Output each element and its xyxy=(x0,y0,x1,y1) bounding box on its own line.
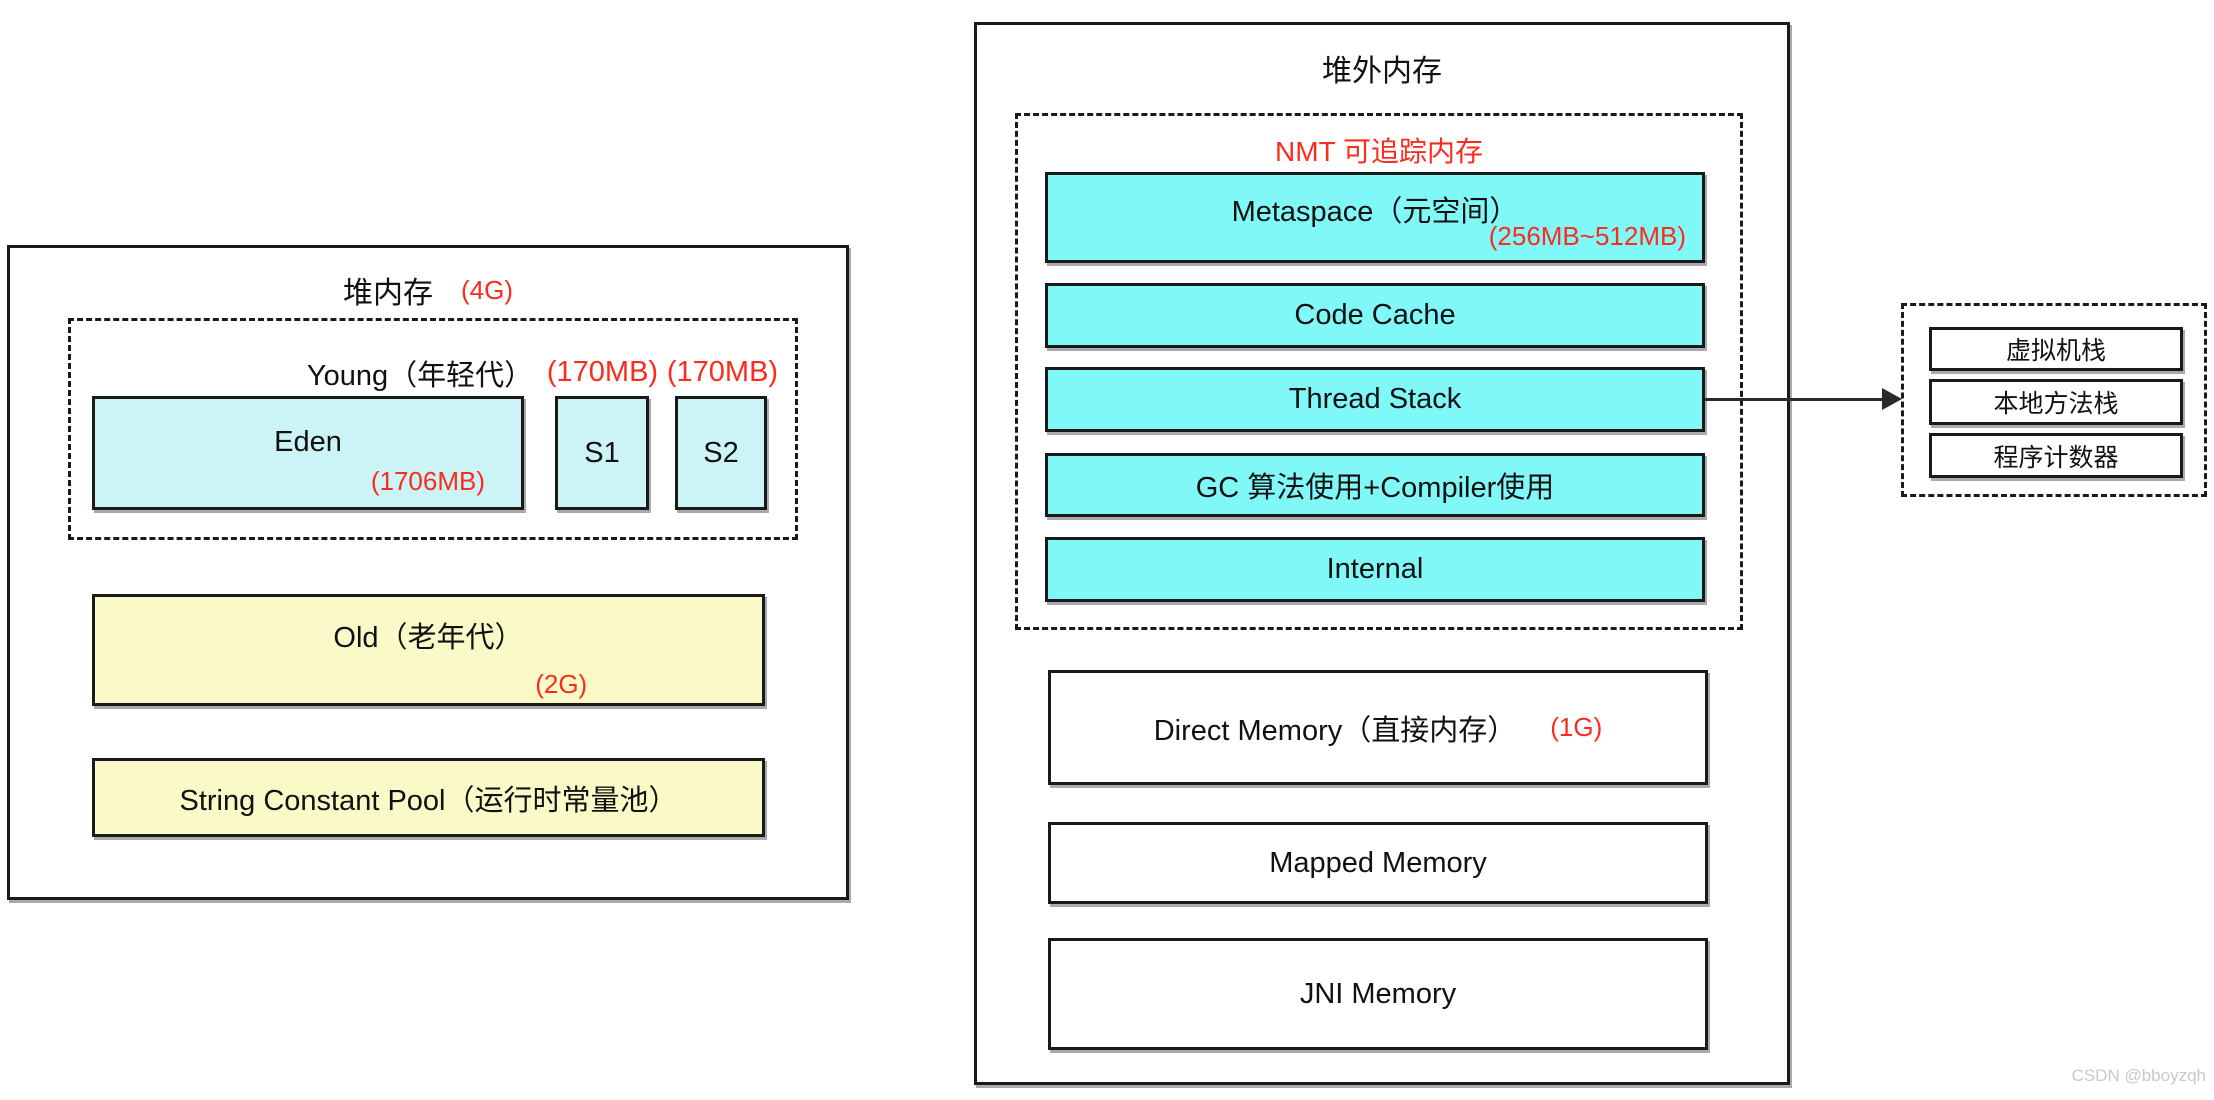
native-method-stack-label: 本地方法栈 xyxy=(1993,390,2119,418)
old-gen-size-annotation: (2G) xyxy=(535,669,588,699)
heap-title-row: 堆内存 (4G) xyxy=(7,268,849,312)
old-gen-box: Old（老年代） (2G) xyxy=(92,594,765,706)
native-method-stack-box: 本地方法栈 xyxy=(1929,379,2183,425)
program-counter-label: 程序计数器 xyxy=(1993,443,2119,472)
heap-title: 堆内存 xyxy=(343,277,433,310)
s1-size-annotation: (170MB) xyxy=(546,356,659,388)
jni-memory-label: JNI Memory xyxy=(1299,977,1457,1010)
young-gen-dashed-box xyxy=(68,318,798,540)
gc-compiler-label: GC 算法使用+Compiler使用 xyxy=(1195,472,1555,504)
code-cache-box: Code Cache xyxy=(1045,283,1705,348)
vm-stack-label: 虚拟机栈 xyxy=(2005,337,2106,365)
program-counter-box: 程序计数器 xyxy=(1929,433,2183,478)
eden-box: Eden (1706MB) xyxy=(92,396,524,510)
direct-memory-size-annotation: (1G) xyxy=(1550,712,1603,742)
offheap-title-row: 堆外内存 xyxy=(974,46,1790,90)
nmt-trackable-label: NMT 可追踪内存 xyxy=(1275,136,1483,167)
arrow-line xyxy=(1705,398,1885,401)
string-constant-pool-label: String Constant Pool（运行时常量池） xyxy=(179,784,678,817)
eden-label: Eden xyxy=(274,425,342,458)
watermark: CSDN @bboyzqh xyxy=(2071,1066,2206,1085)
code-cache-label: Code Cache xyxy=(1294,299,1456,331)
metaspace-box: Metaspace（元空间） (256MB~512MB) xyxy=(1045,172,1705,263)
direct-memory-box: Direct Memory（直接内存） (1G) xyxy=(1048,670,1708,785)
metaspace-size-annotation: (256MB~512MB) xyxy=(1488,221,1686,251)
s2-box: S2 xyxy=(675,396,767,510)
mapped-memory-box: Mapped Memory xyxy=(1048,822,1708,904)
direct-memory-label: Direct Memory（直接内存） xyxy=(1153,714,1517,747)
metaspace-label: Metaspace（元空间） xyxy=(1231,195,1519,228)
arrow-head-icon xyxy=(1882,388,1902,410)
s1-label: S1 xyxy=(584,436,620,469)
vm-stack-box: 虚拟机栈 xyxy=(1929,327,2183,371)
heap-size-annotation: (4G) xyxy=(461,274,513,305)
string-constant-pool-box: String Constant Pool（运行时常量池） xyxy=(92,758,765,837)
thread-stack-label: Thread Stack xyxy=(1288,383,1462,415)
old-gen-label: Old（老年代） xyxy=(333,622,524,654)
nmt-trackable-dashed-box xyxy=(1015,113,1743,630)
s2-label: S2 xyxy=(703,436,739,469)
jni-memory-box: JNI Memory xyxy=(1048,938,1708,1050)
s2-size-annotation: (170MB) xyxy=(666,356,779,388)
gc-compiler-box: GC 算法使用+Compiler使用 xyxy=(1045,453,1705,517)
offheap-title: 堆外内存 xyxy=(1322,55,1442,88)
internal-box: Internal xyxy=(1045,537,1705,602)
thread-stack-box: Thread Stack xyxy=(1045,367,1705,432)
young-gen-label: Young（年轻代） xyxy=(306,360,534,392)
thread-stack-detail-dashed-box xyxy=(1901,303,2207,497)
s1-box: S1 xyxy=(555,396,649,510)
mapped-memory-label: Mapped Memory xyxy=(1269,846,1487,879)
internal-label: Internal xyxy=(1326,553,1424,585)
eden-size-annotation: (1706MB) xyxy=(370,466,485,496)
direct-memory-label-row: Direct Memory（直接内存） (1G) xyxy=(1051,673,1705,782)
